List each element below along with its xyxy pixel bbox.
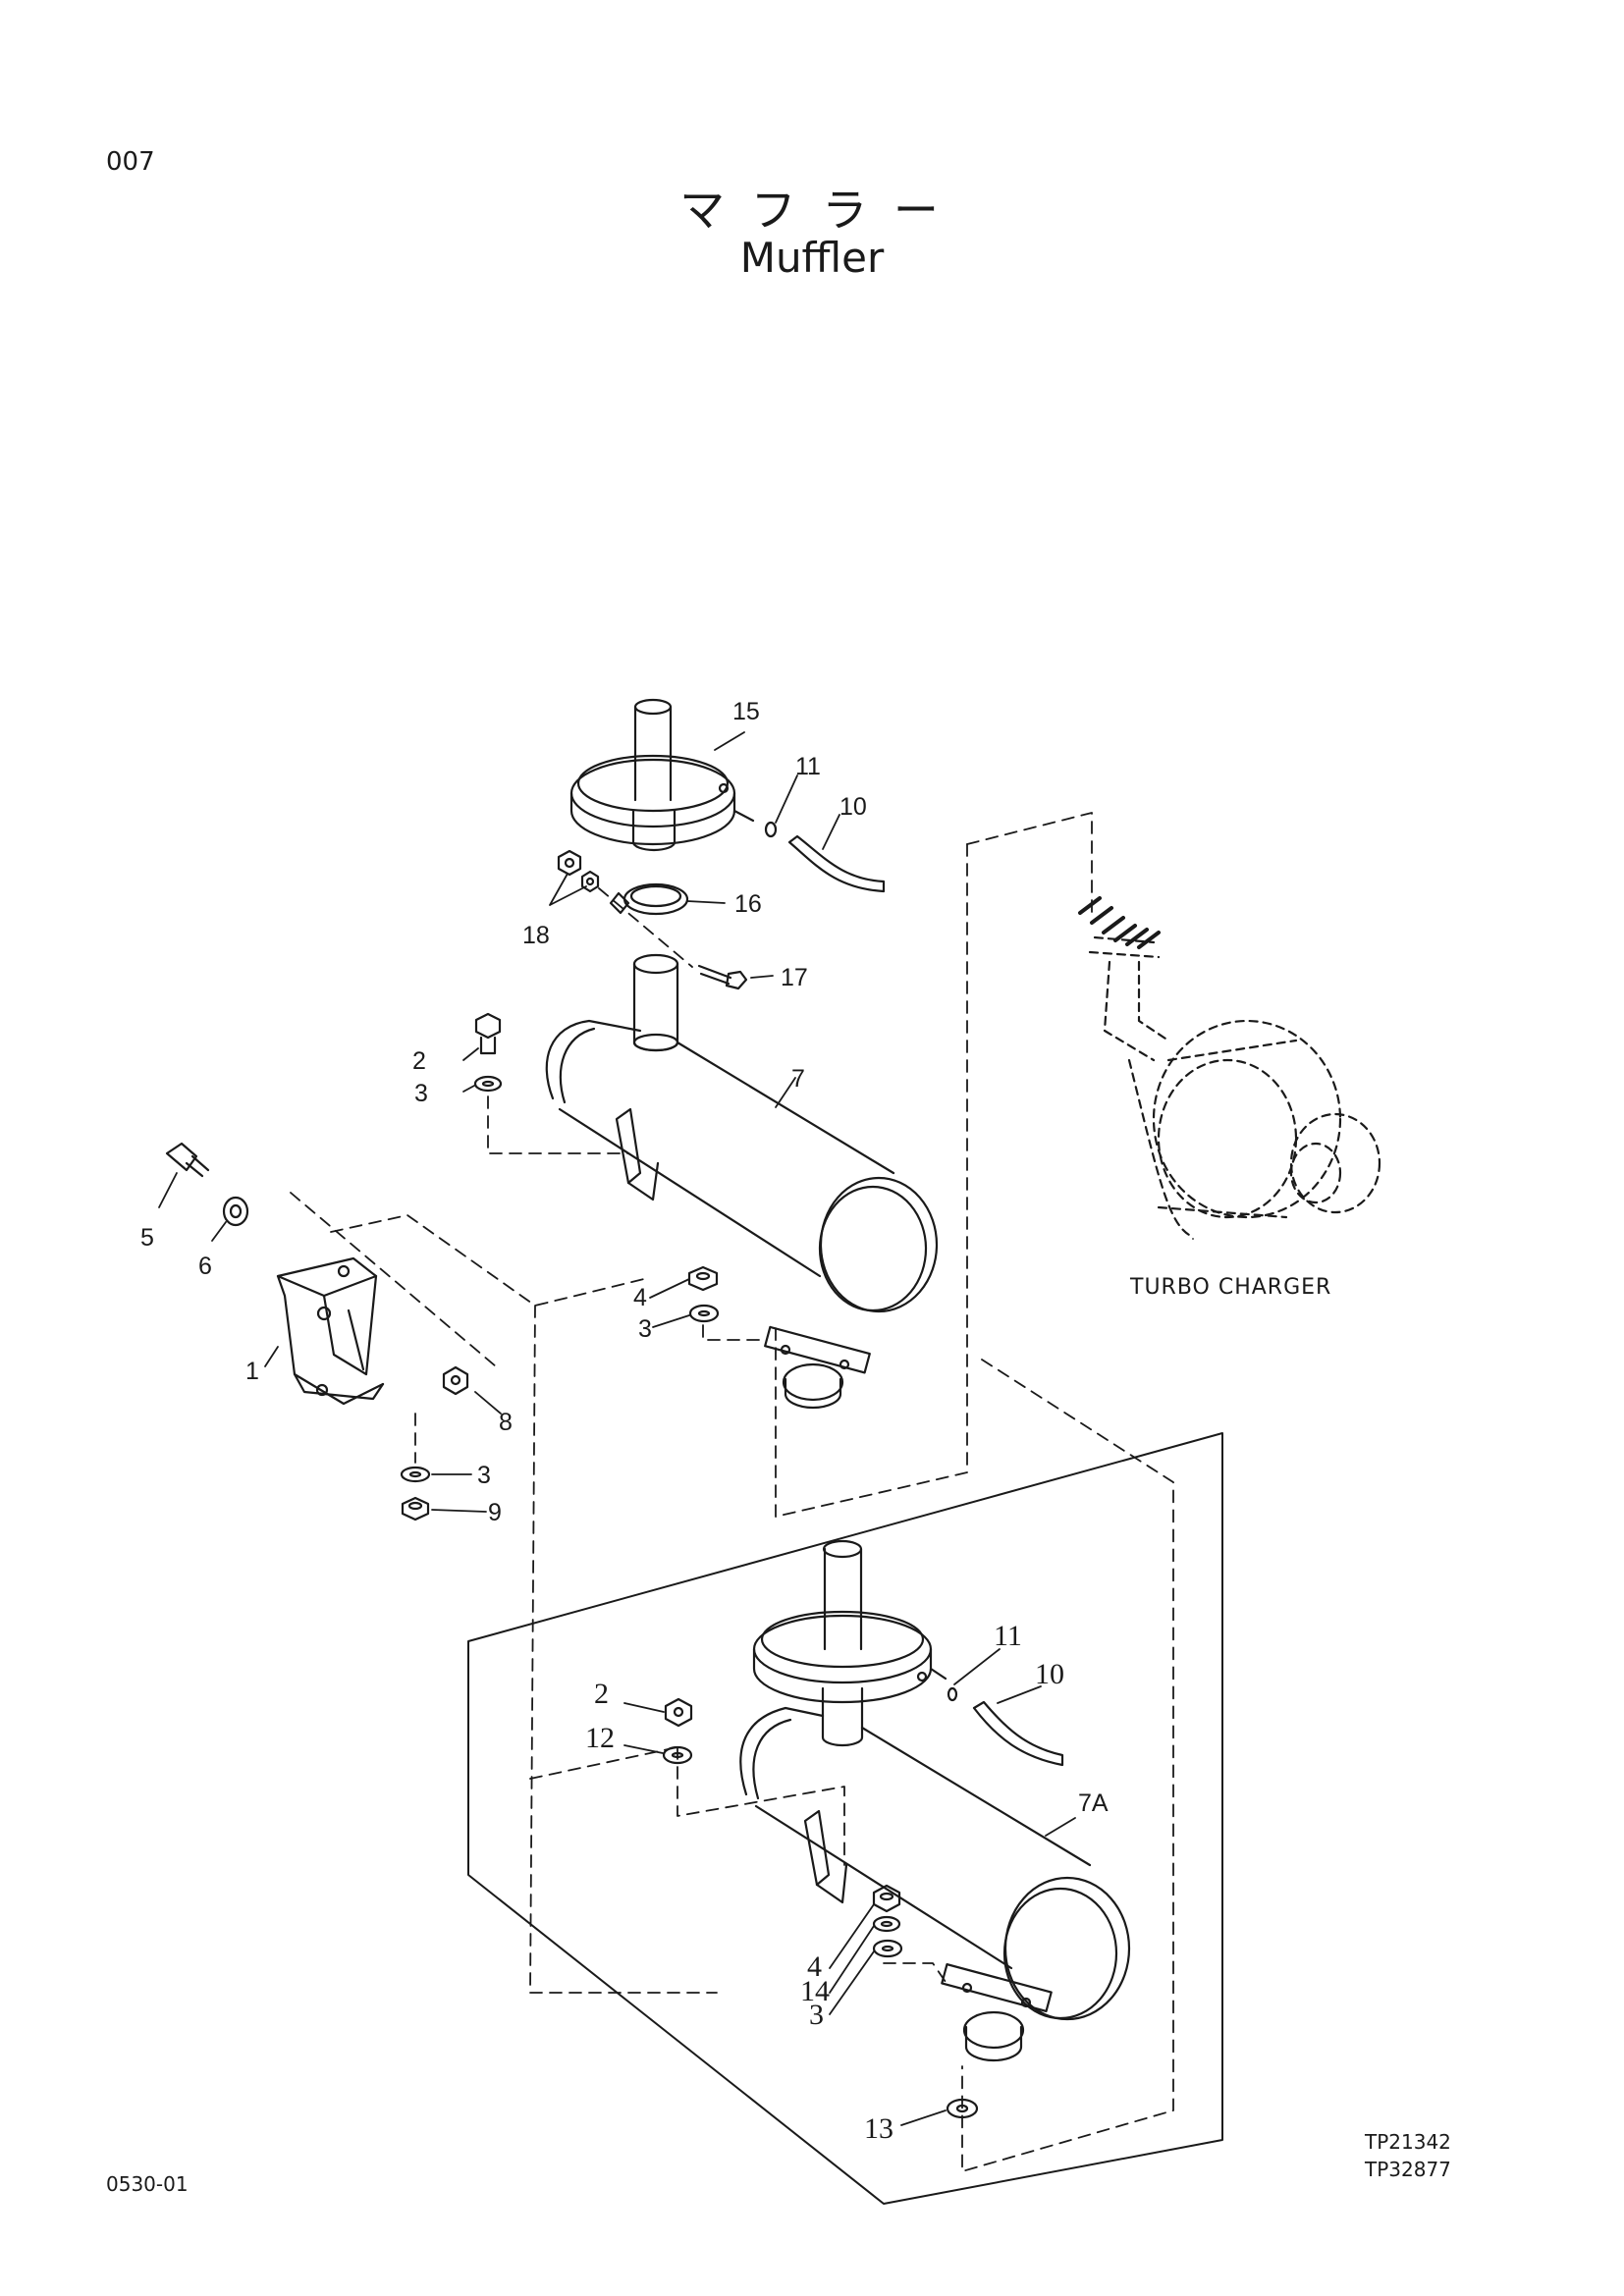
callout-18: 18 <box>522 922 550 949</box>
tail-pipe-lower <box>752 1539 947 1747</box>
nut-9 <box>401 1496 430 1522</box>
washer-3-lower <box>872 1939 903 1958</box>
bolt-17 <box>697 964 748 990</box>
page-number: 007 <box>106 147 155 177</box>
washer-3-upper <box>473 1075 503 1093</box>
tail-pipe-upper <box>569 698 755 852</box>
washer-3-bracket <box>400 1466 431 1483</box>
washer-3-upper-b <box>688 1304 720 1323</box>
lower-kit-outline <box>467 1432 1223 2205</box>
callout-15: 15 <box>732 698 760 725</box>
footer-ref-1: TP21342 <box>1365 2130 1451 2154</box>
clamp-16 <box>609 882 689 916</box>
footer-ref-2: TP32877 <box>1365 2158 1451 2181</box>
turbo-flange-hatch <box>1078 896 1161 949</box>
callout-2-lower: 2 <box>594 1678 609 1710</box>
turbo-charger <box>1088 935 1381 1239</box>
washer-6 <box>222 1196 249 1227</box>
callout-10-lower: 10 <box>1035 1658 1064 1690</box>
callout-2: 2 <box>412 1047 426 1075</box>
bolt-5 <box>165 1142 210 1178</box>
washer-13 <box>946 2098 979 2119</box>
hose-10-lower <box>972 1700 1064 1767</box>
hose-10-upper <box>787 834 886 893</box>
leader-dashes <box>290 812 1174 2172</box>
callout-3-lower: 3 <box>809 1999 824 2031</box>
footer-code: 0530-01 <box>106 2172 189 2196</box>
page-title-japanese: マ フ ラ ー <box>679 184 945 237</box>
callout-11-lower: 11 <box>994 1620 1022 1652</box>
callout-17: 17 <box>781 964 808 991</box>
callout-12: 12 <box>585 1722 615 1754</box>
callout-3-a: 3 <box>414 1080 428 1107</box>
callout-16: 16 <box>734 890 762 918</box>
nut-2-lower <box>664 1697 693 1728</box>
callout-8: 8 <box>499 1409 513 1436</box>
ring-11-lower <box>947 1686 958 1702</box>
nuts-18 <box>557 849 600 893</box>
callout-10: 10 <box>839 793 867 821</box>
callout-7: 7 <box>791 1065 805 1093</box>
callout-5: 5 <box>140 1224 154 1252</box>
bracket-1 <box>276 1256 385 1406</box>
page-title: Muffler <box>739 234 885 282</box>
callout-9: 9 <box>488 1499 502 1526</box>
washer-12 <box>662 1745 693 1765</box>
callout-4: 4 <box>633 1284 647 1311</box>
callouts-upper: 15 11 10 16 18 17 2 3 7 5 6 4 3 1 8 3 9 <box>140 698 867 1526</box>
callout-leaders <box>158 731 1076 2126</box>
callout-3-b: 3 <box>638 1315 652 1343</box>
callouts-lower: 11 10 2 12 7A 4 14 3 13 <box>585 1620 1109 2145</box>
muffler-7 <box>545 953 939 1410</box>
ring-11-upper <box>764 821 778 838</box>
bolt-2-upper <box>474 1012 502 1055</box>
callout-1: 1 <box>245 1358 259 1385</box>
nut-8 <box>442 1365 469 1396</box>
callout-3-c: 3 <box>477 1462 491 1489</box>
callout-4-lower: 4 <box>807 1950 822 1983</box>
callout-11: 11 <box>795 753 821 780</box>
washer-14 <box>872 1915 901 1933</box>
callout-6: 6 <box>198 1253 212 1280</box>
nut-4-upper <box>687 1265 719 1292</box>
callout-14: 14 <box>800 1975 830 2007</box>
callout-13: 13 <box>864 2112 893 2145</box>
callout-7A: 7A <box>1078 1789 1109 1817</box>
turbo-charger-label: TURBO CHARGER <box>1129 1275 1331 1300</box>
muffler-7A <box>739 1706 1131 2062</box>
